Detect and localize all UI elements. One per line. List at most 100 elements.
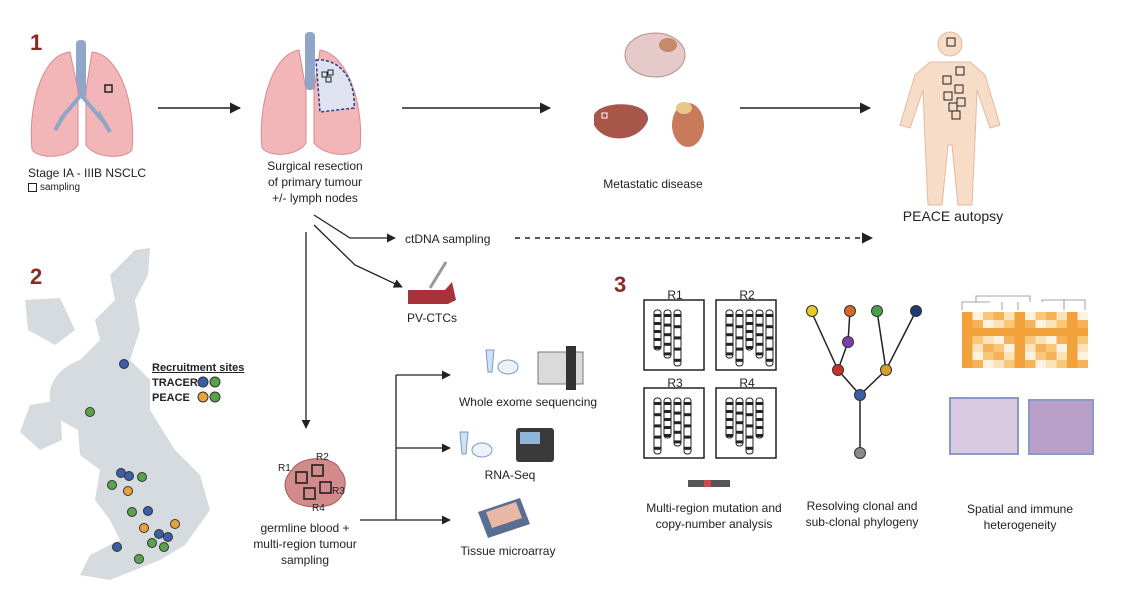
recruitment-site-dot [163, 532, 173, 542]
sampling-square-icon [104, 84, 113, 93]
sampling-legend-text: sampling [40, 182, 81, 193]
chromosome-band [654, 402, 661, 405]
heatmap-cell [1077, 320, 1088, 328]
heatmap-cell [1025, 312, 1036, 320]
heatmap-cell [1077, 336, 1088, 344]
heatmap-cell [1014, 352, 1025, 360]
chromosome-band [766, 358, 773, 362]
chromosome-band [664, 410, 671, 413]
resected-lungs-icon [260, 32, 362, 155]
heatmap-cell [1067, 360, 1078, 368]
chromosome-band [684, 413, 691, 417]
chromosome-band [746, 322, 753, 325]
chromosome-band [746, 338, 753, 341]
section-3-number: 3 [614, 272, 627, 297]
karyotype-panels [643, 299, 777, 459]
heatmap-cell [993, 320, 1004, 328]
chromosome-band [726, 314, 733, 317]
phylo-line-2: sub-clonal phylogeny [805, 515, 919, 530]
heatmap-cell [1025, 344, 1036, 352]
recruitment-site-dot [123, 486, 133, 496]
chromosome-band [654, 446, 661, 450]
chromosome-band [674, 358, 681, 362]
ctdna-label: ctDNA sampling [405, 232, 491, 246]
chromosome-band [684, 435, 691, 439]
sequencer-icon [485, 346, 584, 390]
resection-label: Surgical resection of primary tumour +/-… [245, 158, 385, 207]
chromosome-band [654, 435, 661, 439]
heatmap-cell [962, 360, 973, 368]
heatmap-cell [983, 328, 994, 336]
spatial-line-2: heterogeneity [983, 518, 1057, 533]
heatmap-cell [1046, 320, 1057, 328]
heatmap-cell [1004, 336, 1015, 344]
region-label: R1 [278, 463, 291, 474]
autopsy-label: PEACE autopsy [902, 208, 1004, 224]
chromosome-band [674, 440, 681, 444]
heatmap-cell [1035, 336, 1046, 344]
heatmap-cell [1014, 360, 1025, 368]
heatmap-cell [1004, 344, 1015, 352]
section-1-number: 1 [30, 30, 43, 55]
chromosome-band [684, 424, 691, 428]
chromosome-band [726, 352, 733, 356]
chromosome-band [736, 347, 743, 351]
region-label: R2 [316, 452, 329, 463]
chromosome-band [756, 410, 763, 413]
heatmap-cell [1046, 312, 1057, 320]
spatial-line-1: Spatial and immune [966, 502, 1074, 516]
heatmap-cell [1035, 312, 1046, 320]
chromosome-band [654, 322, 661, 325]
heatmap-cell [962, 344, 973, 352]
recruitment-site-dot [159, 542, 169, 552]
heatmap-cell [1067, 336, 1078, 344]
chromosome-band [664, 434, 671, 437]
chromosome-band [664, 342, 671, 346]
chromosome-band [726, 333, 733, 337]
section-2-number: 2 [30, 264, 43, 289]
chromosome-band [654, 424, 661, 428]
recruitment-site-dot [112, 542, 122, 552]
heatmap-cell [993, 360, 1004, 368]
legend-peace: PEACE [152, 392, 190, 404]
heatmap-cell [983, 312, 994, 320]
chromosome-band [664, 352, 671, 356]
chromosome-band [746, 446, 753, 450]
heatmap-cell [1025, 328, 1036, 336]
recruitment-site-dot [154, 529, 164, 539]
recruitment-site-dot [124, 471, 134, 481]
karyo-label: R4 [739, 376, 755, 390]
heatmap-cell [1046, 352, 1057, 360]
stage-label: Stage IA - IIIB NSCLC [28, 166, 147, 180]
heatmap-cell [1004, 320, 1015, 328]
chromosome-band [736, 336, 743, 340]
lungs-icon [30, 40, 134, 157]
heatmap-cell [972, 336, 983, 344]
arrow-pvctc [313, 224, 403, 288]
chromosome-band [746, 314, 753, 317]
heatmap-cell [1056, 344, 1067, 352]
heatmap-cell [1004, 360, 1015, 368]
chromosome-band [726, 410, 733, 413]
recruitment-site-dot [147, 538, 157, 548]
chromosome-band [756, 426, 763, 429]
heatmap-cell [1014, 328, 1025, 336]
chromosome-band [654, 413, 661, 417]
heatmap-cell [1077, 360, 1088, 368]
legend-tracerx: TRACERx [152, 377, 204, 389]
resection-line-2: of primary tumour [267, 175, 363, 190]
heatmap-cell [1077, 352, 1088, 360]
karyo-label: R2 [739, 288, 755, 302]
spatial-label: Spatial and immune heterogeneity [950, 501, 1090, 533]
chromosome-band [766, 347, 773, 351]
chromosome-band [736, 402, 743, 405]
chromosome-band [674, 421, 681, 425]
heatmap-cell [1035, 360, 1046, 368]
phylo-line-1: Resolving clonal and [806, 499, 918, 513]
heatmap-cell [1046, 328, 1057, 336]
heatmap-cell [993, 344, 1004, 352]
heatmap-cell [1035, 352, 1046, 360]
heatmap-cell [993, 352, 1004, 360]
chromosome-band [736, 421, 743, 425]
chromosome-band [674, 402, 681, 405]
